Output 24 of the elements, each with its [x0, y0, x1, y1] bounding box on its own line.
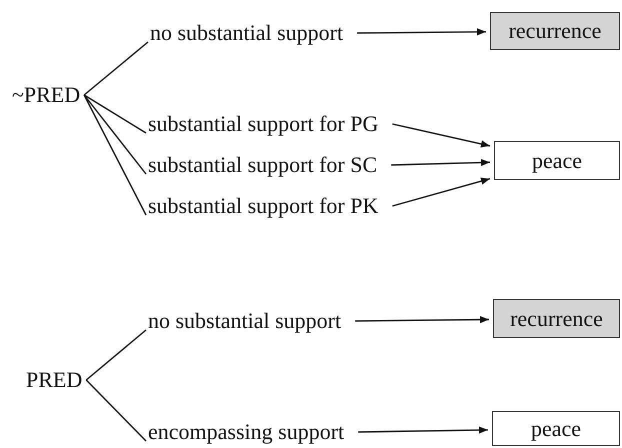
arrow	[392, 123, 490, 148]
outcome-box: peace	[492, 411, 620, 446]
branch-label: no substantial support	[148, 308, 356, 334]
arrow	[391, 158, 490, 166]
arrow	[355, 316, 489, 324]
branch-label: no substantial support	[150, 20, 358, 46]
branch-line	[84, 94, 147, 174]
branch-line	[84, 94, 146, 134]
branch-line	[86, 380, 146, 442]
arrow	[392, 178, 490, 207]
branch-label: encompassing support	[148, 419, 358, 445]
branch-label: substantial support for PK	[148, 193, 392, 219]
arrow	[357, 28, 486, 36]
arrow	[358, 426, 488, 434]
branch-label: substantial support for SC	[148, 152, 392, 178]
outcome-box: recurrence	[493, 299, 620, 338]
branch-line	[86, 329, 146, 381]
branch-line	[84, 41, 148, 96]
branch-label: ~PRED	[12, 82, 94, 108]
outcome-box: recurrence	[490, 12, 620, 50]
branch-label: substantial support for PG	[148, 111, 392, 137]
branch-label: PRED	[26, 367, 96, 393]
branch-line	[84, 94, 147, 216]
outcome-box: peace	[494, 141, 620, 180]
